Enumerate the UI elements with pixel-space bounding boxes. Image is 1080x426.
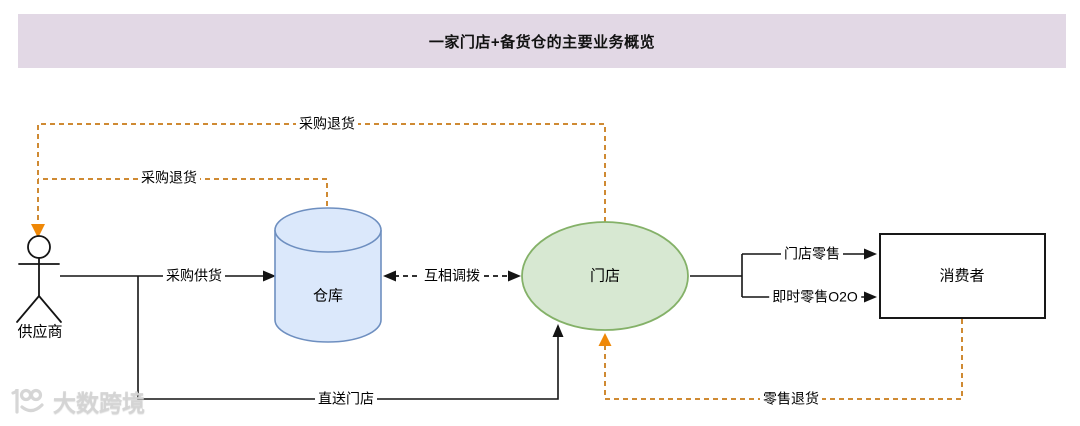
arrowhead-retail-return: [598, 333, 612, 346]
diagram-title: 一家门店+备货仓的主要业务概览: [18, 14, 1066, 68]
edge-label-direct-to-store: 直送门店: [315, 390, 377, 408]
arrowhead-instant-retail: [864, 291, 877, 303]
store-ellipse: [521, 221, 689, 331]
edge-label-purchase-supply: 采购供货: [163, 267, 225, 285]
edge-label-store-retail: 门店零售: [781, 245, 843, 263]
connector-purchase-return-warehouse: [38, 178, 328, 206]
watermark-logo-icon: [11, 388, 44, 414]
connector-retail-return: [604, 319, 963, 400]
edge-label-retail-return: 零售退货: [760, 390, 822, 408]
edge-label-instant-retail-o2o: 即时零售O2O: [769, 288, 861, 306]
node-label-store: 门店: [589, 267, 621, 285]
watermark: 大数跨境: [8, 384, 145, 418]
arrowhead-mutual-transfer-left: [383, 270, 396, 282]
arrowhead-mutual-transfer-right: [508, 270, 521, 282]
arrowhead-purchase-return: [31, 224, 45, 238]
node-label-supplier: 供应商: [17, 323, 63, 341]
edge-label-purchase-return-warehouse: 采购退货: [138, 169, 200, 187]
node-label-warehouse: 仓库: [312, 287, 344, 305]
edge-label-mutual-transfer: 互相调拨: [421, 267, 483, 285]
arrowhead-store-retail: [864, 248, 877, 260]
arrowhead-direct-to-store: [552, 324, 564, 337]
watermark-text: 大数跨境: [53, 390, 145, 416]
supplier-actor: [16, 235, 62, 323]
node-label-consumer: 消费者: [939, 267, 985, 285]
consumer-box: [879, 233, 1046, 319]
arrowhead-purchase-supply: [263, 270, 276, 282]
warehouse-cylinder: [274, 207, 382, 343]
edge-label-purchase-return-store: 采购退货: [296, 115, 358, 133]
